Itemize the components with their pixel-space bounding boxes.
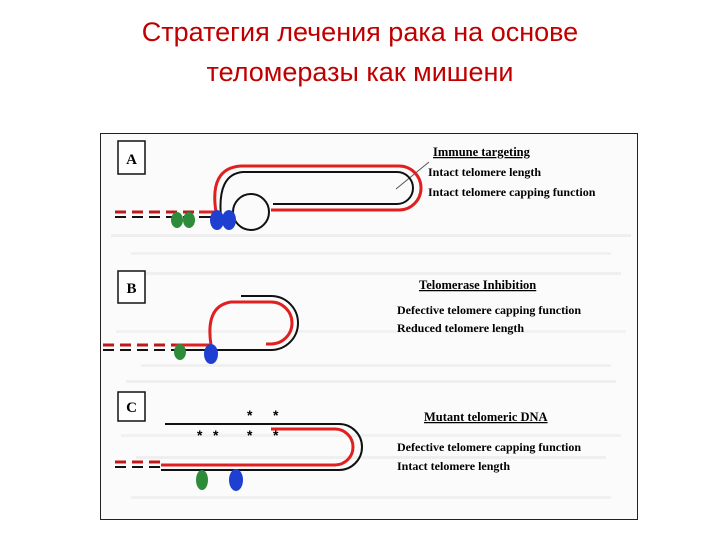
panel-c-black-strand — [161, 423, 363, 471]
panel-c-mutation-star-1: * — [247, 407, 253, 423]
panel-a-black-strand — [199, 171, 414, 218]
panel-b-letter-box — [117, 270, 146, 304]
slide-title-line-2: теломеразы как мишени — [206, 57, 514, 87]
slide-title: Стратегия лечения рака на основе теломер… — [0, 12, 720, 92]
panel-b-heading: Telomerase Inhibition — [419, 278, 536, 292]
telomere-diagram: A Immune targeting Intact telomere lengt… — [103, 140, 631, 499]
figure-frame: A Immune targeting Intact telomere lengt… — [100, 133, 638, 520]
panel-c-mutation-star-3: * — [197, 427, 203, 443]
slide-title-line-1: Стратегия лечения рака на основе — [141, 17, 579, 47]
panel-a-d-loop — [232, 193, 270, 231]
panel-b-blue-protein — [204, 344, 218, 364]
panel-b: B Telomerase Inhibition Defective telome… — [103, 270, 581, 364]
panel-a-line-2: Intact telomere capping function — [428, 185, 596, 199]
panel-b-line-1: Defective telomere capping function — [397, 303, 581, 317]
panel-c-red-strand — [161, 427, 355, 467]
background-bleed-through — [111, 234, 631, 499]
panel-c-letter-box — [117, 391, 146, 422]
panel-a-letter-box — [117, 140, 146, 175]
panel-c-green-protein — [196, 470, 208, 490]
panel-c-heading: Mutant telomeric DNA — [424, 410, 548, 424]
panel-a-blue-protein-2 — [222, 210, 236, 230]
panel-c: C * * * * * * Mutant telomeric DNA Defec… — [115, 391, 581, 491]
panel-a-pointer-line — [395, 161, 430, 190]
panel-c-mutation-star-6: * — [273, 427, 279, 443]
panel-a-red-strand — [199, 164, 423, 214]
panel-c-blue-protein — [229, 469, 243, 491]
panel-c-mutation-star-4: * — [213, 427, 219, 443]
panel-b-red-strand — [175, 300, 294, 347]
panel-b-letter: B — [126, 281, 136, 297]
panel-c-letter: C — [126, 400, 137, 416]
panel-c-line-2: Intact telomere length — [397, 459, 510, 473]
panel-b-line-2: Reduced telomere length — [397, 321, 524, 335]
panel-a-heading: Immune targeting — [433, 145, 531, 159]
panel-a-blue-protein-1 — [210, 210, 224, 230]
panel-a: A Immune targeting Intact telomere lengt… — [115, 140, 596, 231]
panel-b-black-strand — [175, 295, 299, 351]
panel-a-green-protein-1 — [171, 212, 183, 228]
panel-a-letter: A — [126, 152, 137, 168]
panel-c-mutation-star-2: * — [273, 407, 279, 423]
panel-b-green-protein — [174, 344, 186, 360]
panel-a-green-protein-2 — [183, 212, 195, 228]
panel-c-line-1: Defective telomere capping function — [397, 440, 581, 454]
panel-c-mutation-star-5: * — [247, 427, 253, 443]
panel-a-line-1: Intact telomere length — [428, 165, 541, 179]
